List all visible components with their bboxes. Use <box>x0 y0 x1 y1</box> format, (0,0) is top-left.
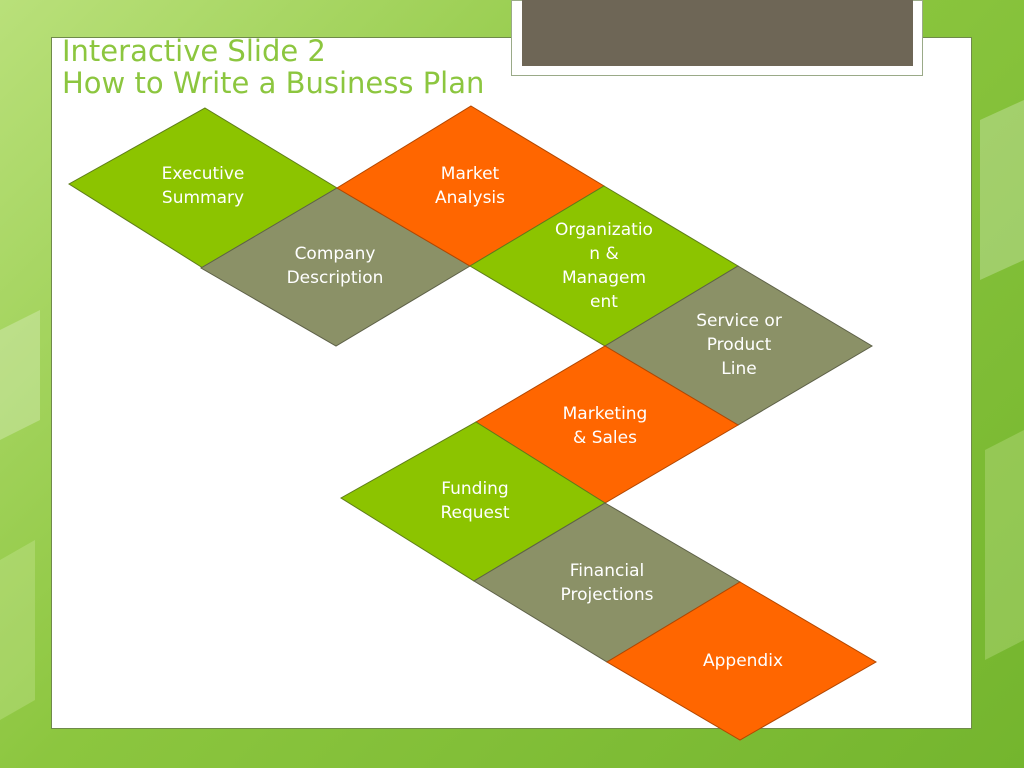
title-line-2: How to Write a Business Plan <box>62 66 485 100</box>
slide-title: Interactive Slide 2 How to Write a Busin… <box>62 35 484 99</box>
title-line-1: Interactive Slide 2 <box>62 34 326 68</box>
tile-appendix[interactable] <box>606 581 877 741</box>
header-bar <box>522 0 913 66</box>
